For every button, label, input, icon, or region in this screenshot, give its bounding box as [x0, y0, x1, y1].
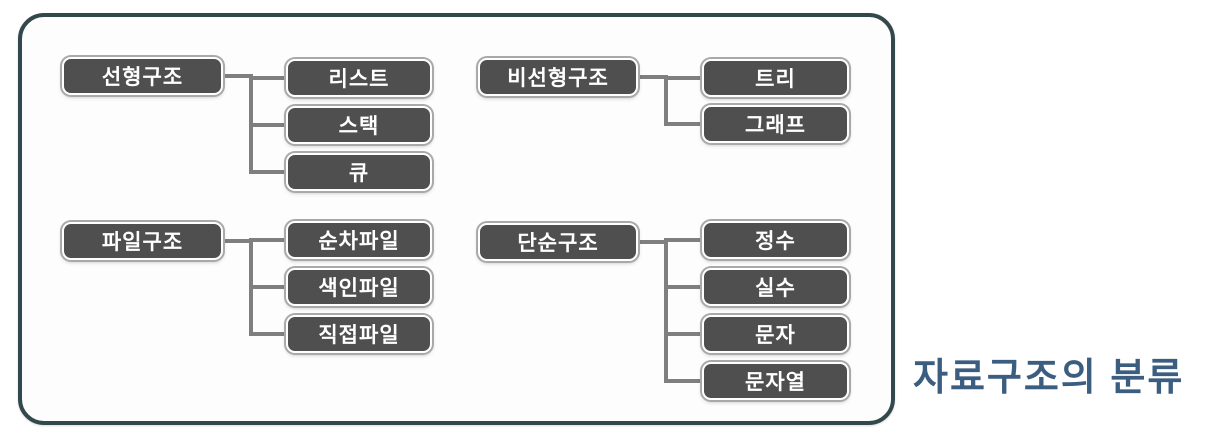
node-simple-structure: 단순구조: [478, 223, 638, 261]
connector-simple-parent-line: [638, 240, 668, 244]
node-nonlinear-structure: 비선형구조: [478, 58, 638, 96]
node-graph: 그래프: [702, 105, 849, 143]
node-file-structure: 파일구조: [62, 222, 223, 260]
connector-file-trunk: [249, 238, 253, 336]
connector-nonlinear-stub-graph: [668, 122, 702, 126]
node-sequential-file: 순차파일: [286, 221, 432, 259]
node-real: 실수: [702, 268, 849, 306]
connector-file-stub-direct: [253, 332, 286, 336]
connector-linear-parent-line: [223, 74, 253, 78]
connector-simple-stub-real: [668, 285, 702, 289]
connector-nonlinear-parent-line: [638, 75, 668, 79]
connector-file-parent-line: [223, 239, 253, 243]
connector-file-stub-indexed: [253, 285, 286, 289]
node-tree: 트리: [702, 59, 849, 97]
node-linear-structure: 선형구조: [62, 57, 223, 95]
diagram-caption: 자료구조의 분류: [913, 357, 1185, 399]
connector-simple-stub-integer: [668, 238, 702, 242]
connector-linear-stub-queue: [253, 170, 286, 174]
node-string: 문자열: [702, 362, 849, 400]
connector-linear-stub-stack: [253, 123, 286, 127]
connector-nonlinear-stub-tree: [668, 76, 702, 80]
node-stack: 스택: [286, 106, 432, 144]
node-char: 문자: [702, 315, 849, 353]
connector-linear-trunk: [249, 74, 253, 174]
connector-nonlinear-trunk: [664, 75, 668, 126]
connector-simple-stub-char: [668, 332, 702, 336]
node-list: 리스트: [286, 59, 432, 97]
connector-file-stub-sequential: [253, 238, 286, 242]
node-direct-file: 직접파일: [286, 315, 432, 353]
connector-simple-trunk: [664, 238, 668, 383]
node-indexed-file: 색인파일: [286, 268, 432, 306]
connector-simple-stub-string: [668, 379, 702, 383]
node-queue: 큐: [286, 153, 432, 191]
connector-linear-stub-list: [253, 76, 286, 80]
node-integer: 정수: [702, 221, 849, 259]
